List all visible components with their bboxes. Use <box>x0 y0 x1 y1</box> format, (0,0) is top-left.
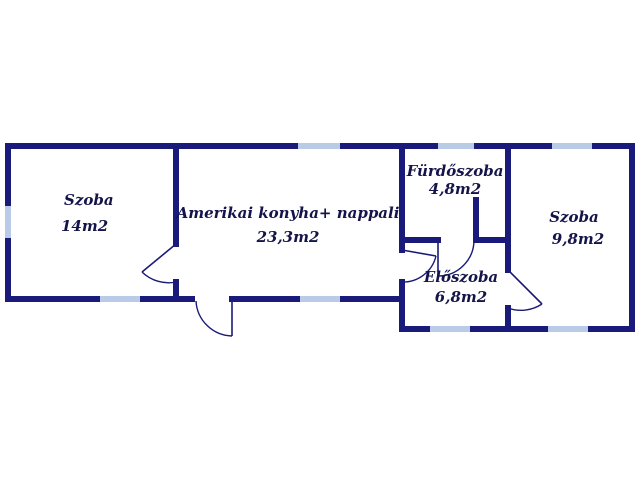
doors <box>141 239 543 337</box>
room-szoba-left-area: 14m2 <box>61 217 108 235</box>
room-kitchen-name: Amerikai konyha+ nappali <box>175 204 400 222</box>
room-bathroom-name: Fürdőszoba <box>406 162 504 180</box>
room-szoba-right-area: 9,8m2 <box>552 230 604 248</box>
door-szoba-kitchen <box>141 243 177 284</box>
room-bathroom-area: 4,8m2 <box>429 180 481 198</box>
door-entrance <box>195 299 233 337</box>
door-kitchen-hall <box>401 249 437 283</box>
room-hall-name: Előszoba <box>423 268 498 286</box>
room-szoba-left-name: Szoba <box>64 191 114 209</box>
room-hall-area: 6,8m2 <box>435 288 487 306</box>
door-bathroom <box>437 239 475 277</box>
room-kitchen-area: 23,3m2 <box>256 228 320 246</box>
windows <box>5 143 592 332</box>
door-hall-szoba <box>507 269 543 311</box>
room-labels: Szoba 14m2 Amerikai konyha+ nappali 23,3… <box>61 162 604 306</box>
room-szoba-right-name: Szoba <box>549 208 599 226</box>
